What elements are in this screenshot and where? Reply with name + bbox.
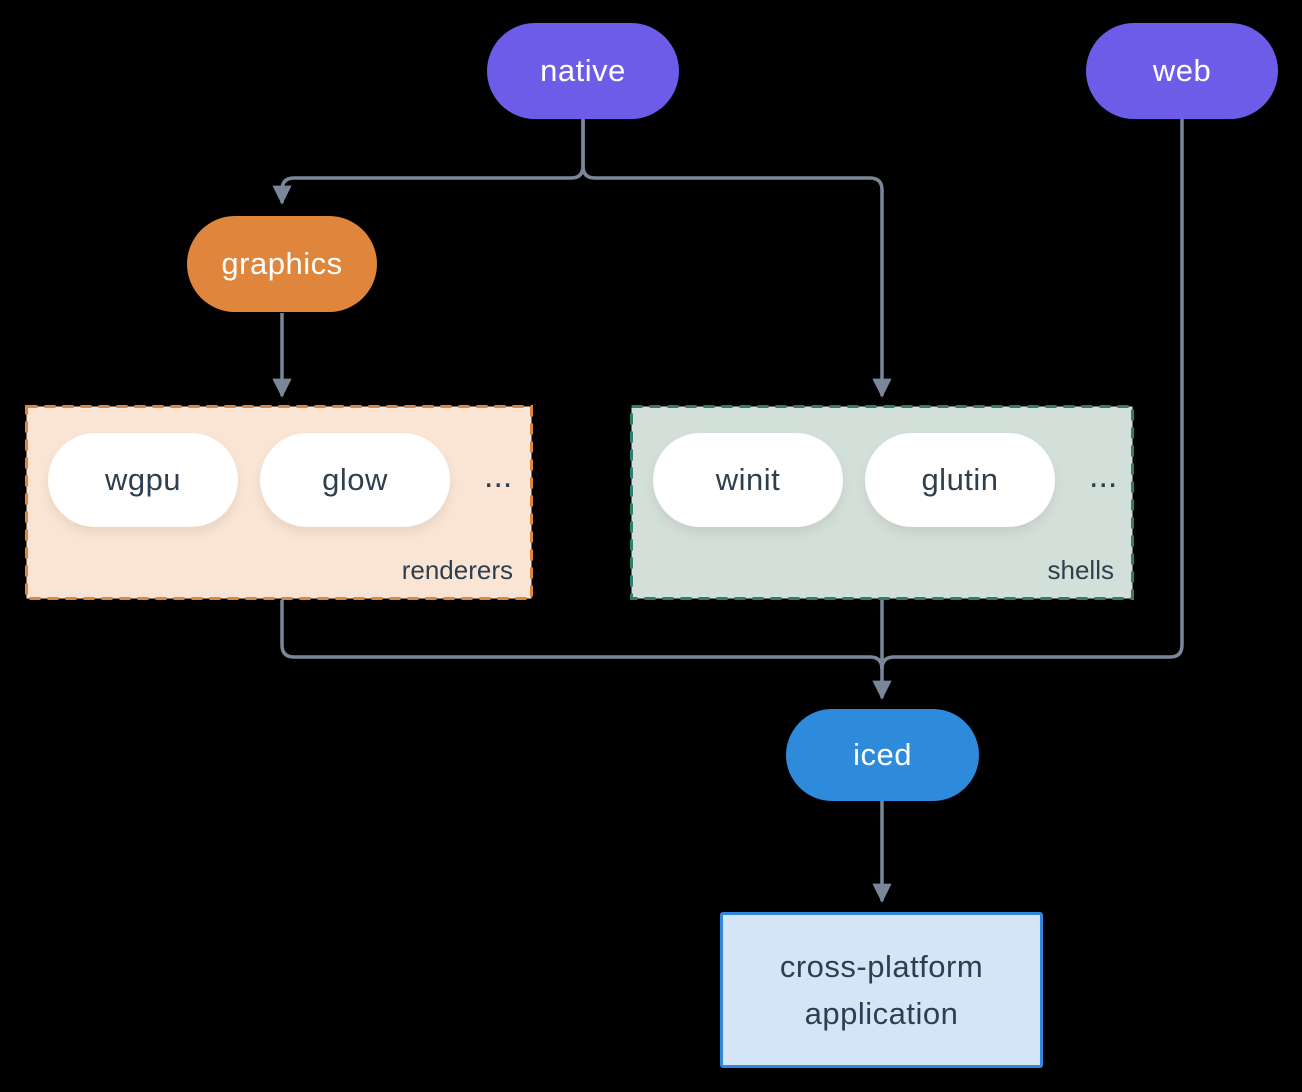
- node-iced[interactable]: iced: [786, 709, 979, 801]
- shells-ellipsis: ...: [1089, 456, 1118, 495]
- node-winit[interactable]: winit: [653, 433, 843, 527]
- node-native-label: native: [540, 53, 626, 88]
- renderers-group-pills: wgpu glow ...: [48, 433, 512, 527]
- edge-native-to-graphics: [272, 119, 585, 205]
- node-wgpu-label: wgpu: [104, 462, 182, 497]
- edge-renderers-to-iced: [280, 600, 884, 670]
- shells-group-label: shells: [1047, 555, 1114, 585]
- node-graphics[interactable]: graphics: [187, 216, 377, 312]
- node-native[interactable]: native: [487, 23, 679, 119]
- renderers-group-label: renderers: [401, 555, 513, 585]
- node-graphics-label: graphics: [221, 246, 343, 281]
- shells-group: winit glutin ... shells: [630, 405, 1134, 600]
- renderers-ellipsis: ...: [484, 456, 513, 495]
- shells-group-pills: winit glutin ...: [653, 433, 1117, 527]
- node-web-label: web: [1152, 53, 1212, 88]
- node-glow[interactable]: glow: [260, 433, 450, 527]
- cross-platform-application-box[interactable]: cross-platform application: [720, 912, 1043, 1068]
- edge-native-to-shells: [581, 119, 892, 398]
- node-wgpu[interactable]: wgpu: [48, 433, 238, 527]
- app-box-line2: application: [804, 996, 959, 1031]
- renderers-group: wgpu glow ... renderers: [25, 405, 533, 600]
- node-iced-label: iced: [853, 737, 912, 772]
- node-web[interactable]: web: [1086, 23, 1278, 119]
- node-winit-label: winit: [715, 462, 781, 497]
- node-glutin-label: glutin: [921, 462, 999, 497]
- node-glutin[interactable]: glutin: [865, 433, 1055, 527]
- app-box-line1: cross-platform: [779, 949, 984, 984]
- node-glow-label: glow: [322, 462, 388, 497]
